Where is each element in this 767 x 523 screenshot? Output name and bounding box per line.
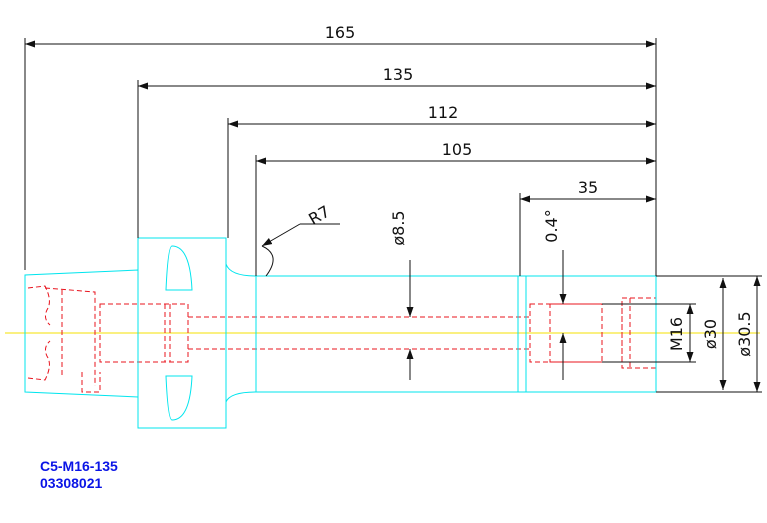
dim-135: 135: [383, 65, 414, 84]
dim-bore: ø8.5: [389, 210, 408, 245]
model-caption: C5-M16-135: [40, 458, 118, 474]
part-number-caption: 03308021: [40, 475, 103, 491]
dim-thread: M16: [667, 317, 686, 351]
dim-dia30: ø30: [701, 319, 720, 349]
dim-taper: 0.4°: [542, 209, 561, 242]
dim-radius: R7: [305, 202, 333, 229]
dim-165: 165: [325, 23, 356, 42]
dimension-lines: [24, 38, 762, 393]
holder-outline: [24, 237, 657, 429]
dim-112: 112: [428, 103, 459, 122]
hidden-lines: [27, 285, 657, 393]
dim-35: 35: [578, 178, 598, 197]
dim-105: 105: [442, 140, 473, 159]
dim-dia305: ø30.5: [735, 311, 754, 356]
